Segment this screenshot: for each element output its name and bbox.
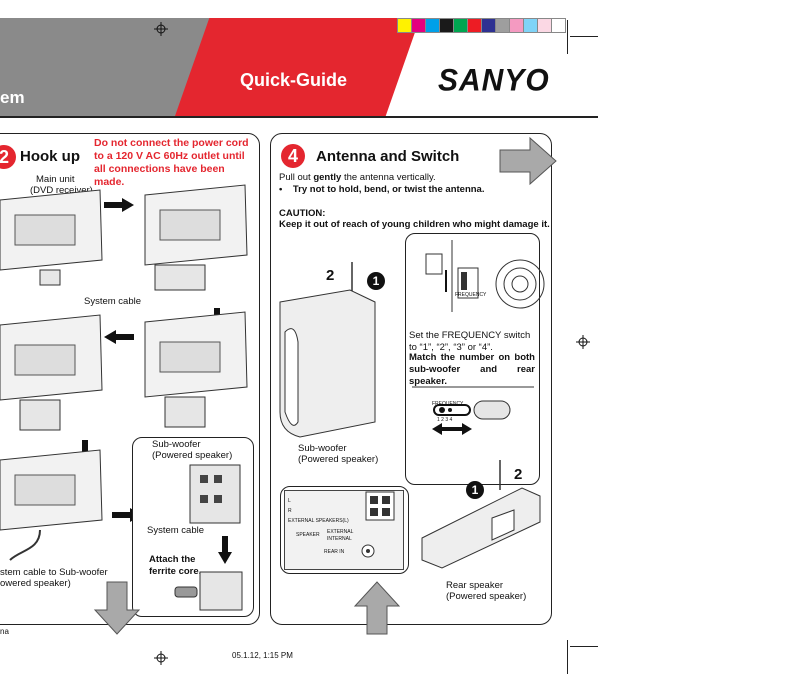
color-swatch — [481, 18, 496, 33]
frequency-switch-text: Set the FREQUENCY switch to “1”, “2”, “3… — [409, 330, 531, 353]
header-left-title: em — [0, 88, 25, 107]
step4-number-badge: 4 — [281, 144, 305, 168]
frequency-slider-illustration — [412, 386, 534, 435]
color-swatch — [495, 18, 510, 33]
frequency-switch-illustration — [425, 240, 545, 312]
color-swatch — [467, 18, 482, 33]
step2-warning: Do not connect the power cord to a 120 V… — [94, 137, 249, 188]
color-swatch — [411, 18, 426, 33]
label-subwoofer-right-sub: (Powered speaker) — [298, 454, 379, 465]
label-system-cable-1: System cable — [84, 296, 142, 307]
crop-mark — [570, 646, 598, 647]
step4-title: Antenna and Switch — [316, 148, 460, 165]
big-arrow-right-icon — [499, 136, 557, 186]
antenna-instruction: Pull out gently the antenna vertically. — [279, 172, 436, 183]
label-subwoofer: Sub-woofer — [152, 439, 201, 450]
label-dvd-receiver: (DVD receiver) — [30, 185, 93, 196]
panel-label-r: R — [288, 508, 292, 514]
arrow-down-icon — [218, 536, 232, 564]
crop-mark — [567, 20, 568, 54]
label-subwoofer-right: Sub-woofer — [298, 443, 347, 454]
crop-mark — [570, 36, 598, 37]
label-system-cable-2: System cable — [147, 525, 205, 536]
subwoofer-speaker-illustration — [279, 262, 376, 438]
subwoofer-panel-illustration — [189, 464, 241, 524]
connected-unit-illustration — [144, 184, 248, 291]
step-mark-1: 1 — [367, 272, 385, 290]
rear-speaker-illustration — [421, 460, 541, 569]
big-arrow-down-icon — [93, 581, 141, 635]
caution-title: CAUTION: — [279, 208, 326, 219]
frequency-label: FREQUENCY — [455, 292, 487, 298]
step2-number-badge: 2 — [0, 145, 16, 169]
step-mark-2: 2 — [326, 267, 335, 284]
step-mark-2-rear: 2 — [514, 466, 523, 483]
registration-mark-icon — [576, 335, 590, 349]
color-swatch — [523, 18, 538, 33]
panel-label-speaker: SPEAKER — [296, 532, 320, 538]
page-title: Quick-Guide — [240, 70, 348, 90]
unit-cable-illustration — [0, 449, 103, 561]
header-red-band — [175, 18, 420, 116]
color-swatch — [509, 18, 524, 33]
footer-left-fragment: na — [0, 627, 9, 636]
color-swatch — [439, 18, 454, 33]
unit-rear-illustration — [0, 314, 103, 431]
panel-label-rear-in: REAR IN — [324, 549, 345, 555]
label-powered-speaker: (Powered speaker) — [152, 450, 233, 461]
bottom-caption-1: stem cable to Sub-woofer — [0, 567, 108, 578]
label-attach-ferrite: Attach the ferrite core. — [149, 554, 202, 577]
speaker-terminals-icon — [365, 491, 395, 521]
bottom-caption-2: owered speaker) — [0, 578, 71, 589]
brand-logo: SANYO — [438, 63, 550, 98]
label-rear-speaker: Rear speaker — [446, 580, 504, 591]
panel-label-internal: INTERNAL — [327, 536, 352, 542]
panel-label-external: EXTERNAL — [327, 529, 354, 535]
registration-mark-icon — [154, 22, 168, 36]
header-rule — [0, 116, 598, 118]
frequency-match-text: Match the number on both sub-woofer and … — [409, 352, 535, 387]
rear-in-jack-icon — [361, 544, 375, 558]
ferrite-core-illustration — [174, 571, 243, 611]
label-main-unit: Main unit — [36, 174, 75, 185]
antenna-bullet: • Try not to hold, bend, or twist the an… — [279, 184, 485, 195]
frequency-digits: 1 2 3 4 — [437, 417, 453, 423]
caution-text: Keep it out of reach of young children w… — [279, 219, 550, 230]
unit-rear-illustration-2 — [144, 311, 248, 428]
color-swatch — [397, 18, 412, 33]
frequency-label-2: FREQUENCY — [432, 401, 464, 407]
color-swatch — [425, 18, 440, 33]
step-mark-1-rear: 1 — [466, 481, 484, 499]
color-swatch — [453, 18, 468, 33]
arrow-left-icon — [104, 330, 134, 344]
big-arrow-up-icon — [353, 581, 401, 635]
panel-label-l: L — [288, 498, 291, 504]
arrow-right-icon — [104, 198, 134, 212]
crop-mark — [567, 640, 568, 674]
label-rear-speaker-sub: (Powered speaker) — [446, 591, 527, 602]
registration-mark-icon — [154, 651, 168, 665]
panel-label-external-speakers: EXTERNAL SPEAKERS(L) — [288, 518, 349, 524]
color-swatch — [537, 18, 552, 33]
main-unit-illustration — [0, 189, 103, 286]
footer-timestamp: 05.1.12, 1:15 PM — [232, 651, 293, 660]
step2-title: Hook up — [20, 148, 80, 165]
color-swatch — [551, 18, 566, 33]
